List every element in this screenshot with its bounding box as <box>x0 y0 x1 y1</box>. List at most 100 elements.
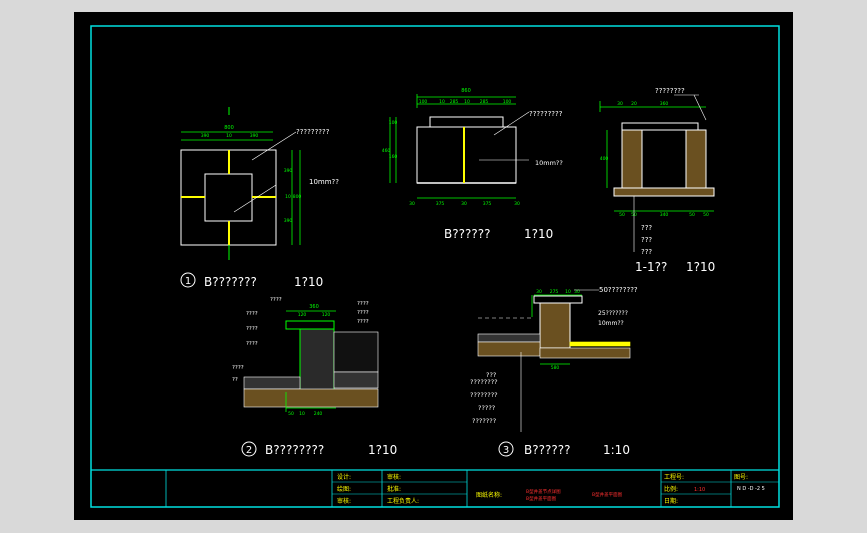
plan-note-joint: 10mm?? <box>309 178 339 186</box>
d3-view-title: B?????? <box>524 443 570 457</box>
elev-dim-bottom-3: 375 <box>483 201 492 207</box>
elev-dim-top-2: 285 <box>450 99 459 105</box>
d2-view-number: 2 <box>246 445 252 456</box>
plan-side-c: 390 <box>284 218 293 224</box>
d3-note-top: 50???????? <box>599 286 638 294</box>
plan-view-scale: 1?10 <box>294 275 323 289</box>
plan-dim-c: 390 <box>250 133 259 139</box>
d2-paving-right <box>333 371 379 389</box>
tb-drawing-name-line2: B型井盖平面图 <box>526 495 557 502</box>
plan-view-number: 1 <box>185 276 191 287</box>
d3-view-number-circle <box>498 441 514 457</box>
elev-view-scale: 1?10 <box>524 227 553 241</box>
d2-left-label-2: ???? <box>246 341 258 347</box>
d3-cover <box>533 295 583 304</box>
d3-dim-top-0: 30 <box>536 289 542 295</box>
d2-dim-bottom-0: 50 <box>288 411 294 417</box>
elev-dim-top-1: 10 <box>439 99 445 105</box>
sec-base <box>613 187 715 197</box>
tb-scale-label: 比例: <box>664 485 678 493</box>
d2-dim-small-1: 120 <box>322 312 331 318</box>
sec-dim-bottom-0: 50 <box>619 212 625 218</box>
elev-side-a: 160 <box>389 154 398 160</box>
tb-check-label: 审核: <box>387 473 401 481</box>
d2-fill-right <box>333 331 379 373</box>
plan-view-number-circle <box>180 272 196 288</box>
d3-ground-right <box>569 341 631 347</box>
elev-view-title: B?????? <box>444 227 490 241</box>
sec-cover <box>621 122 699 131</box>
elev-side-total: 460 <box>382 148 391 154</box>
d2-right-label-1: ???? <box>357 310 369 316</box>
sec-dim-small-1: 20 <box>631 101 637 107</box>
d2-dim-bottom-1: 10 <box>299 411 305 417</box>
cad-drawing: 800 390 10 390 390 10 390 800 ????????? … <box>90 25 780 508</box>
d2-left-label-1: ???? <box>246 326 258 332</box>
sec-dim-top: 360 <box>660 101 669 107</box>
elev-dim-bottom-0: 30 <box>409 201 415 207</box>
elev-body <box>416 126 517 184</box>
elev-dim-top-0: 100 <box>419 99 428 105</box>
elev-side-b: 100 <box>389 120 398 126</box>
tb-design-label: 设计: <box>337 473 351 481</box>
tb-drawing-name-label: 图纸名称: <box>476 491 502 499</box>
d2-view-title: B???????? <box>265 443 324 457</box>
drawing-sheet: 800 390 10 390 390 10 390 800 ????????? … <box>74 12 793 520</box>
d2-right-label-2: ???? <box>357 319 369 325</box>
d2-left-label-3: ???? <box>232 365 244 371</box>
d3-layer-2: ???????? <box>470 391 498 399</box>
tb-scale-value: 1:10 <box>694 487 705 493</box>
elev-dim-total: 860 <box>461 88 471 94</box>
elev-dim-top-4: 285 <box>480 99 489 105</box>
d2-wall <box>299 328 335 400</box>
d3-layer-1: ???????? <box>470 378 498 386</box>
d2-dim-top: 360 <box>309 304 319 310</box>
elev-dim-top-3: 10 <box>464 99 470 105</box>
plan-view: 800 390 10 390 390 10 390 800 ????????? … <box>180 107 339 289</box>
plan-dim-total: 800 <box>224 125 234 131</box>
d3-dim-top-2: 10 <box>565 289 571 295</box>
d3-dim-top-1: 275 <box>550 289 559 295</box>
d3-view-scale: 1:10 <box>603 443 630 457</box>
tb-approve-label: 批准: <box>387 485 401 493</box>
d3-note-right-1: 10mm?? <box>598 320 624 327</box>
d2-left-label-0: ???? <box>246 311 258 317</box>
d2-left-label-4: ?? <box>232 377 238 383</box>
tb-project-no-label: 工程号: <box>664 473 684 481</box>
d2-top-label: ???? <box>270 297 282 303</box>
plan-side-total: 800 <box>293 194 302 200</box>
plan-side-a: 390 <box>284 168 293 174</box>
d3-wall <box>539 302 571 349</box>
plan-dim-b: 10 <box>226 133 232 139</box>
sec-view-scale: 1?10 <box>686 260 715 274</box>
d3-layer-3: ????? <box>478 404 495 412</box>
elev-note-joint: 10mm?? <box>535 159 563 167</box>
sec-layer-0: ??? <box>641 224 652 232</box>
d2-base <box>243 388 379 408</box>
d2-dim-small-0: 120 <box>298 312 307 318</box>
tb-sheet-no-value: N D -D -2 5 <box>737 486 765 492</box>
d2-paving-left <box>243 376 301 390</box>
d2-view-number-circle <box>241 441 257 457</box>
sec-layer-2: ??? <box>641 248 652 256</box>
d2-view-scale: 1?10 <box>368 443 397 457</box>
title-block: 设计: 绘图: 审核: 审核: 批准: 工程负责人: 图纸名称: B型井盖节点详… <box>91 469 779 507</box>
d3-dim-top-3: 30 <box>574 289 580 295</box>
elev-cover <box>429 116 504 128</box>
sec-side-dim: 400 <box>600 156 609 162</box>
d3-layer-4: ??????? <box>472 417 496 425</box>
sec-dim-small-0: 30 <box>617 101 623 107</box>
section-view: 360 30 20 ???????? 400 50 50 340 50 50 ?… <box>599 87 715 274</box>
elev-note-material: ????????? <box>529 110 563 118</box>
detail3-view: 30 275 10 30 50???????? 25??????? 10mm??… <box>470 286 638 457</box>
d3-paving-left <box>477 333 541 343</box>
d2-dim-bottom-2: 240 <box>314 411 323 417</box>
sec-layer-1: ??? <box>641 236 652 244</box>
outer-frame <box>90 25 780 508</box>
elevation-view: 860 100 10 285 10 285 100 460 160 100 30… <box>382 88 563 241</box>
tb-lead-label: 工程负责人: <box>387 497 419 505</box>
elev-dim-bottom-4: 30 <box>514 201 520 207</box>
d2-right-label-0: ???? <box>357 301 369 307</box>
tb-drawing-name-extra: B型井盖平面图 <box>592 491 623 498</box>
d3-layer-0: ??? <box>486 371 496 379</box>
